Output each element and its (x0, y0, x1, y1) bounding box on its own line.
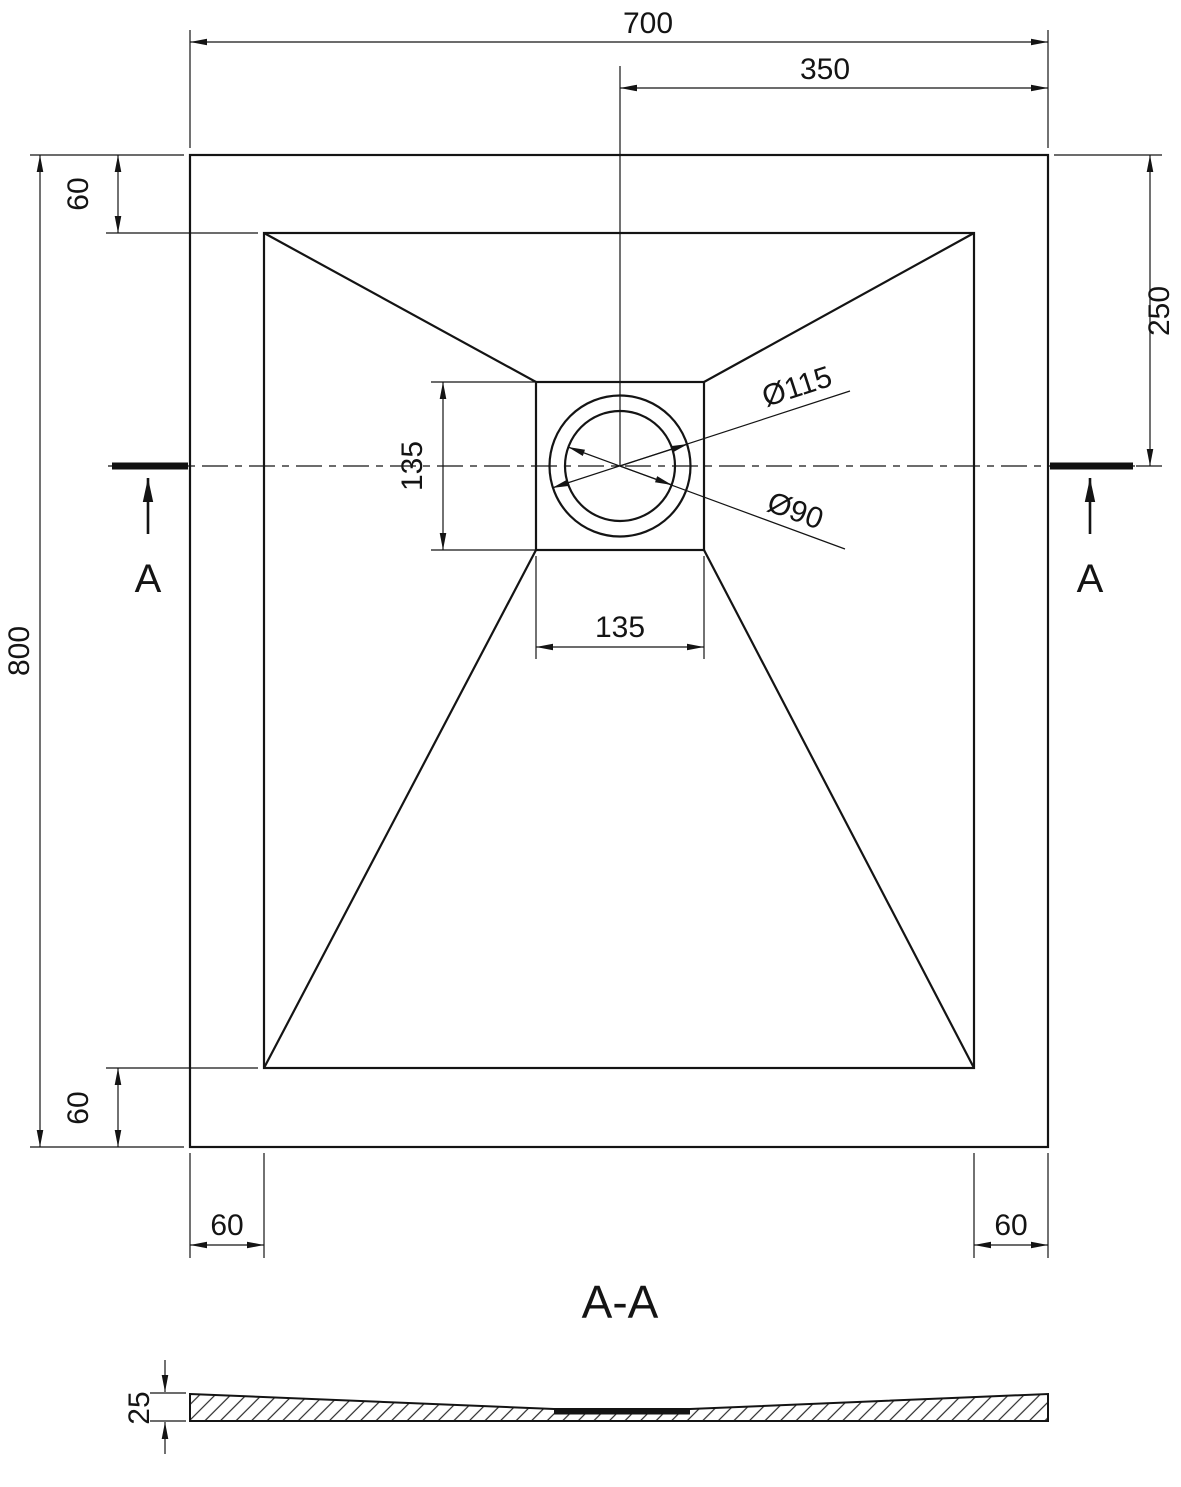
slope-edge-bottom-left (263, 549, 537, 1069)
dim-outer-diameter-label: Ø115 (758, 360, 836, 413)
slope-edge-top-right (703, 232, 975, 383)
tray-outer-outline (188, 153, 1050, 1149)
section-profile (189, 1392, 1049, 1422)
dim-bottom-inset-label: 60 (62, 1091, 95, 1124)
dim-drain-height-label: 135 (396, 441, 429, 491)
dim-center-offset-label: 350 (800, 53, 850, 86)
dim-inner-diameter-label: Ø90 (763, 486, 828, 536)
slope-edge-top-left (263, 232, 537, 383)
section-title: A-A (582, 1276, 659, 1328)
dim-thickness-label: 25 (123, 1391, 156, 1424)
dim-bottom-left-inset-label: 60 (210, 1209, 243, 1242)
leader-inner-diameter (567, 446, 846, 550)
leader-outer-diameter-arrow (619, 443, 689, 467)
slope-edge-bottom-right (703, 549, 975, 1069)
dim-drain-offset-label: 250 (1143, 286, 1176, 336)
dim-top-inset-label: 60 (62, 177, 95, 210)
dim-drain-width-label: 135 (595, 611, 645, 644)
leader-inner-diameter-arrow (619, 465, 673, 486)
dim-overall-width-label: 700 (623, 7, 673, 40)
section-marker-right-label: A (1077, 557, 1104, 601)
dim-bottom-right-inset-label: 60 (994, 1209, 1027, 1242)
section-drain-flange (554, 1409, 690, 1415)
tray-basin-outline (262, 231, 976, 1070)
section-marker-left-label: A (135, 557, 162, 601)
dim-overall-height-label: 800 (3, 626, 36, 676)
leader-outer-diameter (551, 390, 851, 489)
